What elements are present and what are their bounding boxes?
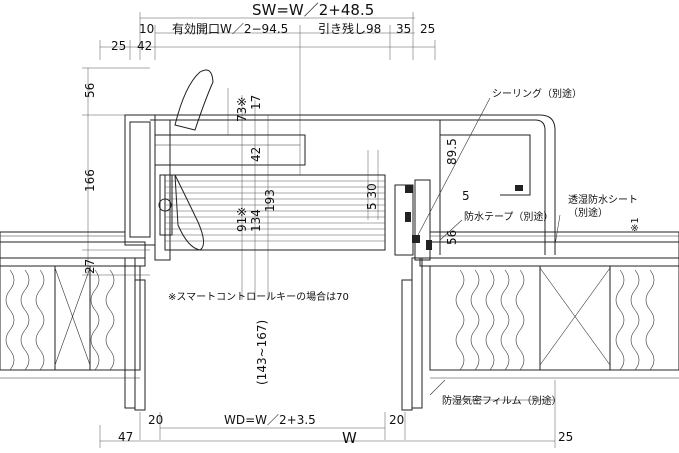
right-wall bbox=[401, 231, 679, 411]
left-wall bbox=[0, 231, 146, 411]
remaining-dimension: 引き残し98 bbox=[318, 22, 381, 36]
dim-5-30: 5 30 bbox=[365, 183, 379, 210]
dim-25-right: 25 bbox=[420, 22, 435, 36]
vapor-film-note: 防湿気密フィルム（別途） bbox=[442, 394, 562, 407]
dim-25-bottom: 25 bbox=[558, 430, 573, 444]
leader-lines bbox=[417, 97, 561, 401]
center-dimension-lines bbox=[227, 60, 379, 300]
lever-handle bbox=[158, 69, 214, 251]
dim-91: 91※ bbox=[235, 207, 249, 232]
dim-73: 73※ bbox=[235, 97, 249, 122]
dim-47: 47 bbox=[118, 430, 133, 444]
dim-10: 10 bbox=[139, 22, 154, 36]
dim-35: 35 bbox=[396, 22, 411, 36]
dim-17: 17 bbox=[249, 95, 263, 110]
dim-1-note: ※1 bbox=[630, 217, 641, 232]
dim-89-5: 89.5 bbox=[445, 138, 459, 165]
w-dimension: W bbox=[342, 429, 357, 447]
dim-5-right: 5 bbox=[462, 189, 470, 203]
sealing-note: シーリング（別途） bbox=[492, 87, 582, 100]
sw-dimension: SW=W／2+48.5 bbox=[252, 1, 374, 19]
dim-56-left: 56 bbox=[83, 83, 97, 98]
dim-193: 193 bbox=[263, 189, 277, 212]
smart-key-note: ※スマートコントロールキーの場合は70 bbox=[168, 290, 349, 303]
waterproof-tape-note: 防水テープ（別途） bbox=[464, 210, 553, 223]
dim-134: 134 bbox=[249, 209, 263, 232]
dim-143-167: (143~167) bbox=[255, 320, 269, 385]
window-frame bbox=[124, 114, 556, 261]
dim-20-right: 20 bbox=[389, 413, 404, 427]
effective-opening-dimension: 有効開口W／2−94.5 bbox=[172, 21, 288, 36]
dim-25-left: 25 bbox=[111, 39, 126, 53]
dim-42-top: 42 bbox=[137, 39, 152, 53]
moisture-sheet-note-line1: 透湿防水シート bbox=[568, 193, 638, 206]
wd-dimension: WD=W／2+3.5 bbox=[224, 413, 316, 427]
dim-42-mid: 42 bbox=[249, 147, 263, 162]
dim-27: 27 bbox=[83, 259, 97, 274]
dim-20-left: 20 bbox=[148, 413, 163, 427]
top-dimension-lines bbox=[99, 12, 436, 60]
dim-56-right: 56 bbox=[445, 230, 459, 245]
moisture-sheet-note-line2: （別途） bbox=[568, 206, 608, 219]
bottom-dimension-lines bbox=[99, 380, 556, 448]
dim-166: 166 bbox=[83, 169, 97, 192]
